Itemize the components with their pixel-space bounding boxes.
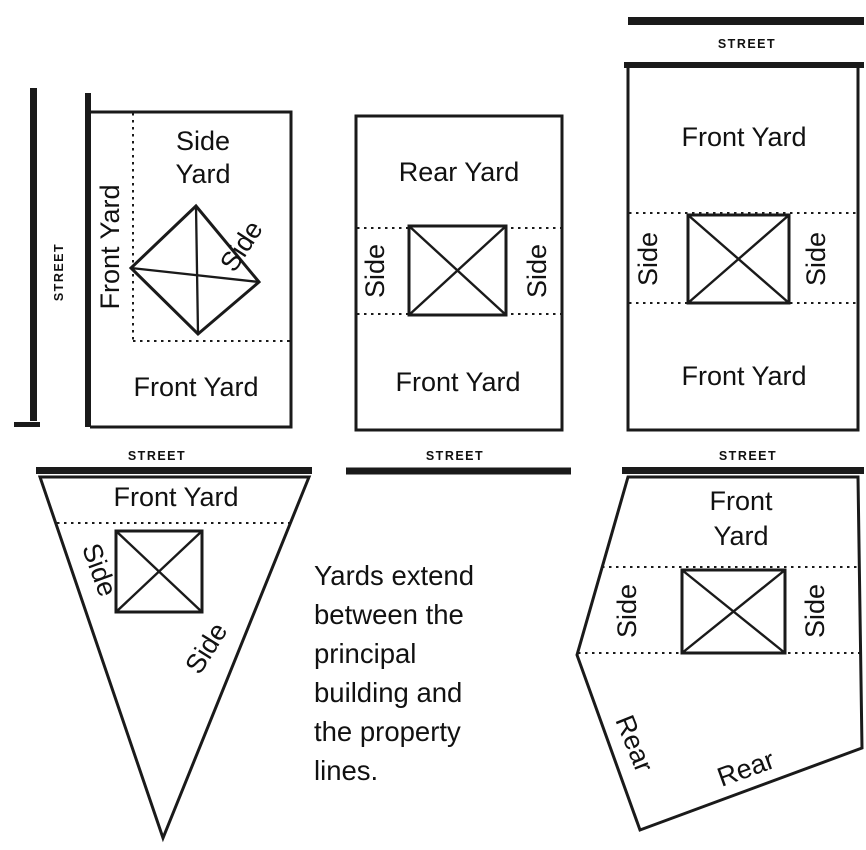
rear-bottom-label: Rear (713, 744, 778, 792)
rear-yard-label: Rear Yard (399, 157, 520, 187)
corner-lot-diagram: STREET Side Yard Front Yard Side Front Y… (14, 88, 312, 474)
building-cross-line-2 (408, 225, 507, 316)
street-left-label: STREET (52, 243, 66, 301)
lot-boundary (88, 110, 293, 429)
through-lot-diagram: STREET Front Yard Side Side Front Yard S… (622, 17, 864, 474)
front-yard-top-label: Front Yard (681, 122, 806, 152)
side-left-label: Side (612, 584, 642, 638)
side-right-label: Side (522, 244, 552, 298)
lot-boundary (575, 475, 864, 832)
street-bottom-label: STREET (426, 449, 484, 463)
side-yard-label-line1: Side (176, 126, 230, 156)
lot-boundary (626, 66, 860, 432)
interior-lot-diagram: Rear Yard Side Side Front Yard STREET (346, 114, 571, 475)
lot-boundary (354, 114, 564, 432)
street-top-label: STREET (718, 37, 776, 51)
front-yard-label: Front Yard (113, 482, 238, 512)
building-cross-line-1 (194, 205, 200, 335)
street-bottom-label: STREET (719, 449, 777, 463)
side-yard-label-line2: Yard (175, 159, 230, 189)
building-cross-line-2 (681, 569, 786, 654)
street-bottom-label: STREET (128, 449, 186, 463)
building-cross-line-2 (687, 214, 790, 304)
side-right-label: Side (801, 232, 831, 286)
irregular-lot-diagram: Front Yard Side Side Rear Rear (575, 475, 864, 832)
building-cross-line-2 (130, 266, 260, 284)
side-left-label: Side (360, 244, 390, 298)
front-yard-left-label: Front Yard (95, 184, 125, 309)
front-yard-label: Front Yard (395, 367, 520, 397)
building-cross-line-2 (115, 530, 203, 613)
caption-text: Yards extend between the principal build… (314, 560, 475, 786)
front-yard-bottom-label: Front Yard (681, 361, 806, 391)
side-right-label: Side (800, 584, 830, 638)
front-yard-label-line1: Front (709, 486, 773, 516)
lot-boundary (37, 475, 312, 843)
front-yard-label-line2: Yard (713, 521, 768, 551)
side-left-label: Side (633, 232, 663, 286)
side-right-label: Side (179, 617, 233, 679)
front-yard-bottom-label: Front Yard (133, 372, 258, 402)
triangular-lot-diagram: Front Yard Side Side (37, 475, 312, 843)
